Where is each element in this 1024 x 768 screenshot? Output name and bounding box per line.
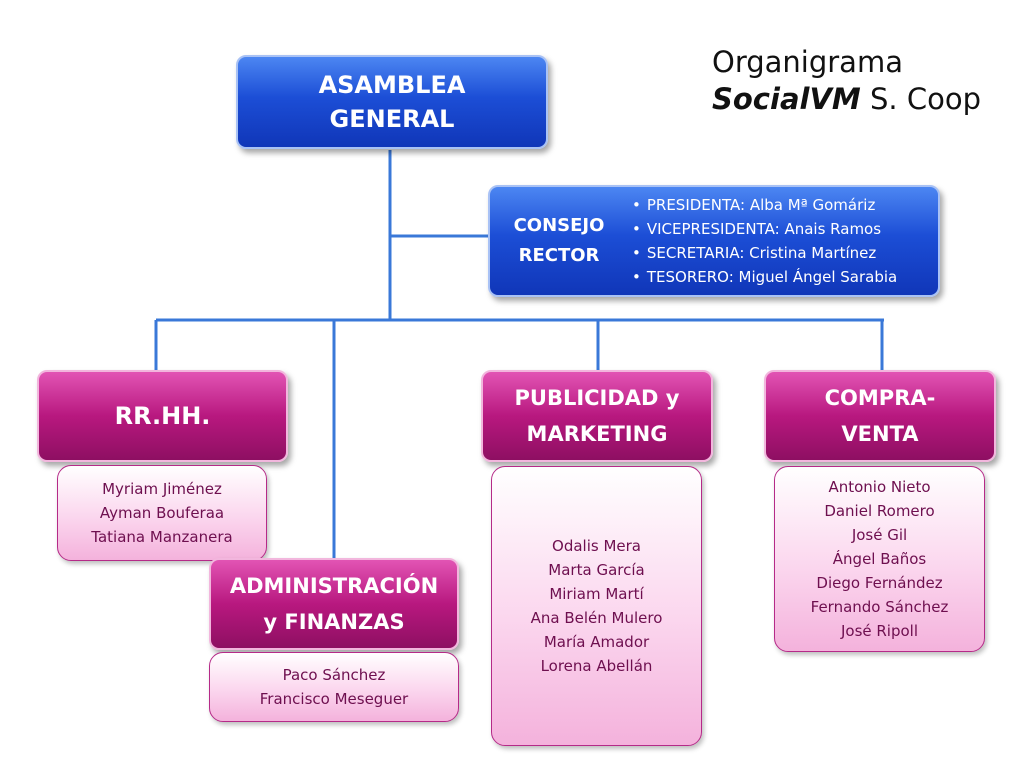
consejo-label-1: CONSEJO — [513, 215, 605, 236]
compra-member: José Ripoll — [840, 622, 919, 640]
rrhh-box: RR.HH. — [37, 370, 288, 462]
consejo-members-list: PRESIDENTA: Alba Mª Gomáriz VICEPRESIDEN… — [632, 193, 897, 289]
consejo-label: CONSEJO RECTOR — [510, 211, 608, 271]
consejo-label-2: RECTOR — [518, 245, 600, 266]
publicidad-member: Miriam Martí — [549, 585, 644, 603]
asamblea-label-1: ASAMBLEA — [318, 71, 466, 99]
publicidad-member: Ana Belén Mulero — [530, 609, 663, 627]
title-line-1: Organigrama — [712, 45, 903, 79]
chart-title: Organigrama SocialVM S. Coop — [712, 44, 981, 118]
asamblea-general-box: ASAMBLEA GENERAL — [236, 55, 548, 149]
title-company: SocialVM — [712, 82, 861, 116]
consejo-member: SECRETARIA: Cristina Martínez — [632, 241, 897, 265]
publicidad-marketing-box: PUBLICIDAD y MARKETING — [481, 370, 713, 462]
consejo-member: TESORERO: Miguel Ángel Sarabia — [632, 265, 897, 289]
compra-venta-box: COMPRA- VENTA — [764, 370, 996, 462]
compra-label-1: COMPRA- — [824, 386, 936, 410]
admin-members-card: Paco Sánchez Francisco Meseguer — [209, 652, 459, 722]
rrhh-members-card: Myriam Jiménez Ayman Bouferaa Tatiana Ma… — [57, 465, 267, 561]
compra-member: José Gil — [851, 526, 908, 544]
consejo-member: PRESIDENTA: Alba Mª Gomáriz — [632, 193, 897, 217]
publicidad-members-card: Odalis Mera Marta García Miriam Martí An… — [491, 466, 702, 746]
compra-members-card: Antonio Nieto Daniel Romero José Gil Áng… — [774, 466, 985, 652]
rrhh-member: Myriam Jiménez — [102, 480, 222, 498]
publicidad-member: María Amador — [543, 633, 650, 651]
compra-label-2: VENTA — [841, 422, 919, 446]
publicidad-member: Lorena Abellán — [540, 657, 653, 675]
admin-label-2: y FINANZAS — [263, 610, 405, 634]
compra-member: Fernando Sánchez — [810, 598, 949, 616]
compra-member: Ángel Baños — [832, 550, 927, 568]
admin-member: Francisco Meseguer — [259, 690, 409, 708]
compra-member: Daniel Romero — [824, 502, 935, 520]
rrhh-member: Tatiana Manzanera — [91, 528, 233, 546]
admin-member: Paco Sánchez — [282, 666, 386, 684]
publicidad-member: Odalis Mera — [552, 537, 641, 555]
asamblea-label-2: GENERAL — [329, 105, 455, 133]
publicidad-label-2: MARKETING — [526, 422, 668, 446]
title-line-2: SocialVM S. Coop — [712, 81, 981, 118]
administracion-finanzas-box: ADMINISTRACIÓN y FINANZAS — [209, 558, 459, 650]
consejo-member: VICEPRESIDENTA: Anais Ramos — [632, 217, 897, 241]
compra-member: Diego Fernández — [816, 574, 943, 592]
rrhh-label: RR.HH. — [114, 402, 211, 430]
publicidad-label-1: PUBLICIDAD y — [514, 386, 680, 410]
rrhh-member: Ayman Bouferaa — [99, 504, 225, 522]
compra-member: Antonio Nieto — [828, 478, 931, 496]
title-company-suffix: S. Coop — [860, 82, 981, 116]
publicidad-member: Marta García — [548, 561, 645, 579]
admin-label-1: ADMINISTRACIÓN — [229, 574, 439, 598]
consejo-rector-box: CONSEJO RECTOR PRESIDENTA: Alba Mª Gomár… — [488, 185, 940, 297]
